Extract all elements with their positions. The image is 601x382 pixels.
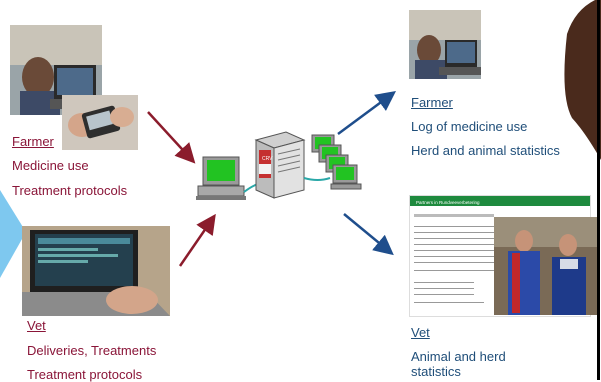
farmer-laptop-photo-right [409,10,481,79]
farmer-laptop-photo [10,25,102,115]
right-farmer-title: Farmer [411,95,453,110]
left-vet-line-1: Deliveries, Treatments [27,343,157,358]
arrow-vet-out [343,213,394,256]
desktop-computer-icon [196,156,246,200]
server-label: CRV [262,156,273,162]
left-farmer-line-1: Medicine use [12,158,89,173]
right-vet-line-1: Animal and herd [411,349,506,364]
brown-curve-decoration [564,0,601,160]
right-edge-bar [597,0,600,380]
left-vet-line-2: Treatment protocols [27,367,143,382]
left-farmer-title: Farmer [12,134,54,149]
vet-laptop-photo [22,226,170,316]
smartphone-hands-photo [62,95,138,150]
arrow-vet-in [178,213,216,267]
report-title: Partners in Rundveeverbetering [416,200,480,205]
left-farmer-line-2: Treatment protocols [12,183,128,198]
blue-triangle-decoration [0,190,26,278]
networked-computers-icon [311,134,362,190]
server-icon: CRV [254,131,306,199]
arrow-farmer-out [337,91,397,136]
right-farmer-line-2: Herd and animal statistics [411,143,560,158]
right-farmer-line-1: Log of medicine use [411,119,528,134]
vets-barn-photo [494,217,597,315]
right-vet-line-2: statistics [411,364,461,379]
right-vet-title: Vet [411,325,430,340]
left-vet-title: Vet [27,318,46,333]
arrow-farmer-in [147,111,196,164]
